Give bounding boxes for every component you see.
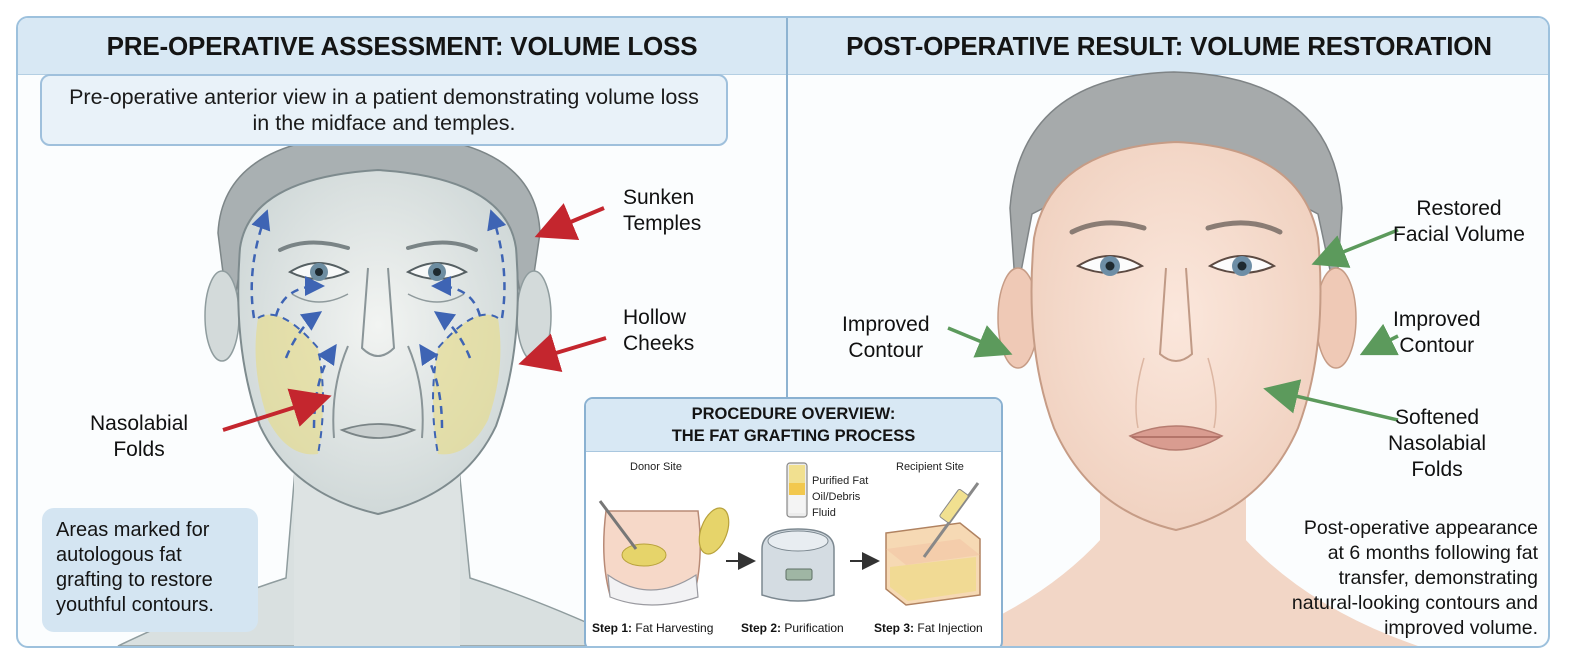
donor-site-label: Donor Site	[630, 461, 682, 473]
label-restored-facial-volume: Restored Facial Volume	[1393, 197, 1525, 246]
label-improved-contour-left: Improved Contour	[842, 313, 930, 362]
procedure-title-line1: PROCEDURE OVERVIEW:	[691, 405, 896, 423]
fat-sample	[698, 507, 730, 555]
post-operative-caption: Post-operative appearance at 6 months fo…	[1291, 517, 1538, 639]
label-softened-nasolabial-folds: Softened Nasolabial Folds	[1388, 406, 1487, 481]
post-operative-title: POST-OPERATIVE RESULT: VOLUME RESTORATIO…	[846, 30, 1492, 61]
label-nasolabial-folds: Nasolabial Folds	[90, 412, 189, 461]
pre-operative-face-illustration	[117, 133, 639, 646]
step-fat-injection: Step 3: Fat Injection	[874, 621, 983, 635]
pre-operative-caption-box: Pre-operative anterior view in a patient…	[40, 74, 728, 146]
layer-fluid: Fluid	[812, 507, 836, 519]
label-improved-contour-right: Improved Contour	[1393, 308, 1481, 357]
fat-grafting-note: Areas marked for autologous fat grafting…	[56, 519, 214, 616]
pre-operative-panel: PRE-OPERATIVE ASSESSMENT: VOLUME LOSS	[18, 18, 786, 646]
procedure-overview-inset: PROCEDURE OVERVIEW: THE FAT GRAFTING PRO…	[584, 397, 1003, 646]
layer-oil-debris: Oil/Debris	[812, 491, 861, 503]
procedure-overview-header: PROCEDURE OVERVIEW: THE FAT GRAFTING PRO…	[586, 399, 1001, 452]
harvest-site	[621, 543, 667, 567]
post-operative-header: POST-OPERATIVE RESULT: VOLUME RESTORATIO…	[788, 18, 1548, 75]
label-hollow-cheeks: Hollow Cheeks	[623, 306, 695, 355]
layer-purified-fat: Purified Fat	[812, 475, 869, 487]
cannula	[598, 500, 638, 550]
fat-grafting-note-box: Areas marked for autologous fat grafting…	[42, 508, 258, 632]
label-sunken-temples: Sunken Temples	[623, 186, 702, 235]
procedure-diagram	[598, 462, 981, 606]
step-purification: Step 2: Purification	[741, 621, 844, 635]
procedure-title-line2: THE FAT GRAFTING PROCESS	[671, 427, 916, 445]
pre-operative-title: PRE-OPERATIVE ASSESSMENT: VOLUME LOSS	[106, 30, 698, 61]
centrifuge-display	[785, 568, 813, 581]
pre-operative-caption: Pre-operative anterior view in a patient…	[69, 85, 699, 135]
underwear-shape	[607, 573, 699, 606]
pre-operative-header: PRE-OPERATIVE ASSESSMENT: VOLUME LOSS	[18, 18, 786, 75]
step-fat-harvesting: Step 1: Fat Harvesting	[592, 621, 714, 635]
recipient-site-label: Recipient Site	[896, 461, 964, 473]
post-operative-face-illustration	[928, 71, 1418, 646]
post-operative-panel: POST-OPERATIVE RESULT: VOLUME RESTORATIO…	[786, 18, 1548, 646]
figure-frame: PRE-OPERATIVE ASSESSMENT: VOLUME LOSS	[16, 16, 1550, 648]
